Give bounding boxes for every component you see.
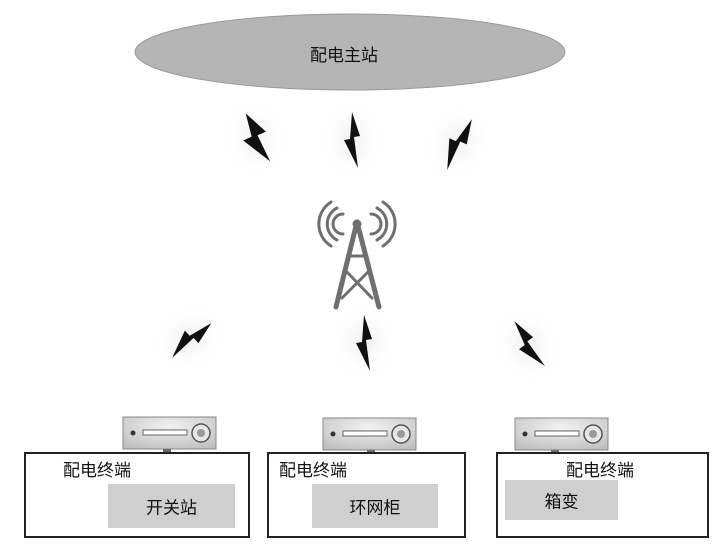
lightning-bolt-icon	[332, 303, 396, 383]
site-label-1: 开关站	[146, 498, 197, 519]
site-switching-station: 开关站	[108, 484, 235, 528]
site-box-transformer: 箱变	[505, 480, 618, 520]
master-station-ellipse	[134, 13, 566, 91]
lightning-bolt-icon	[215, 92, 295, 184]
radio-tower-icon	[317, 200, 397, 310]
lightning-bolt-icon	[320, 100, 384, 180]
terminal-label-2: 配电终端	[279, 461, 347, 481]
terminal-label-1: 配电终端	[63, 461, 131, 481]
master-station-label: 配电主站	[310, 46, 378, 66]
site-label-3: 箱变	[544, 492, 579, 513]
lightning-bolt-icon	[479, 294, 575, 396]
site-ring-main-unit: 环网柜	[312, 484, 438, 528]
lightning-bolt-icon	[138, 288, 242, 388]
terminal-label-3: 配电终端	[566, 461, 634, 481]
site-label-2: 环网柜	[349, 498, 401, 519]
lightning-bolt-icon	[408, 92, 506, 194]
terminal-device-icon	[514, 417, 609, 500]
terminal-device-icon	[122, 416, 217, 503]
